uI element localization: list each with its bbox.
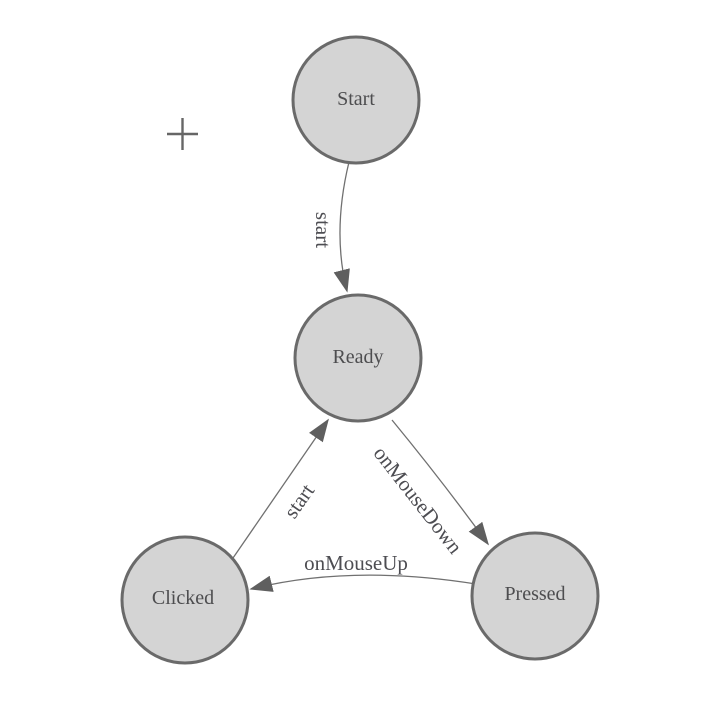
origin-crosshair-icon xyxy=(167,118,198,150)
edge-label-ready-pressed: onMouseDown xyxy=(369,442,468,559)
state-node-clicked-label: Clicked xyxy=(152,587,214,609)
edge-label-start-ready: start xyxy=(311,212,335,248)
state-node-pressed[interactable]: Pressed xyxy=(470,531,600,661)
state-node-ready-label: Ready xyxy=(332,346,383,368)
state-node-ready[interactable]: Ready xyxy=(293,293,423,423)
transition-edge-clicked-ready[interactable]: start xyxy=(232,418,329,559)
transition-edge-start-ready[interactable]: start xyxy=(311,161,350,293)
states-layer: Start Ready Clicked Pressed xyxy=(120,35,600,665)
edge-label-pressed-clicked: onMouseUp xyxy=(304,551,408,575)
transition-edge-ready-pressed[interactable]: onMouseDown xyxy=(369,419,489,559)
state-node-clicked[interactable]: Clicked xyxy=(120,535,250,665)
state-node-pressed-label: Pressed xyxy=(504,583,565,605)
transition-edge-pressed-clicked[interactable]: onMouseUp xyxy=(249,551,477,592)
state-node-start-label: Start xyxy=(337,88,375,110)
state-node-start[interactable]: Start xyxy=(291,35,421,165)
edge-label-clicked-ready: start xyxy=(279,479,319,523)
